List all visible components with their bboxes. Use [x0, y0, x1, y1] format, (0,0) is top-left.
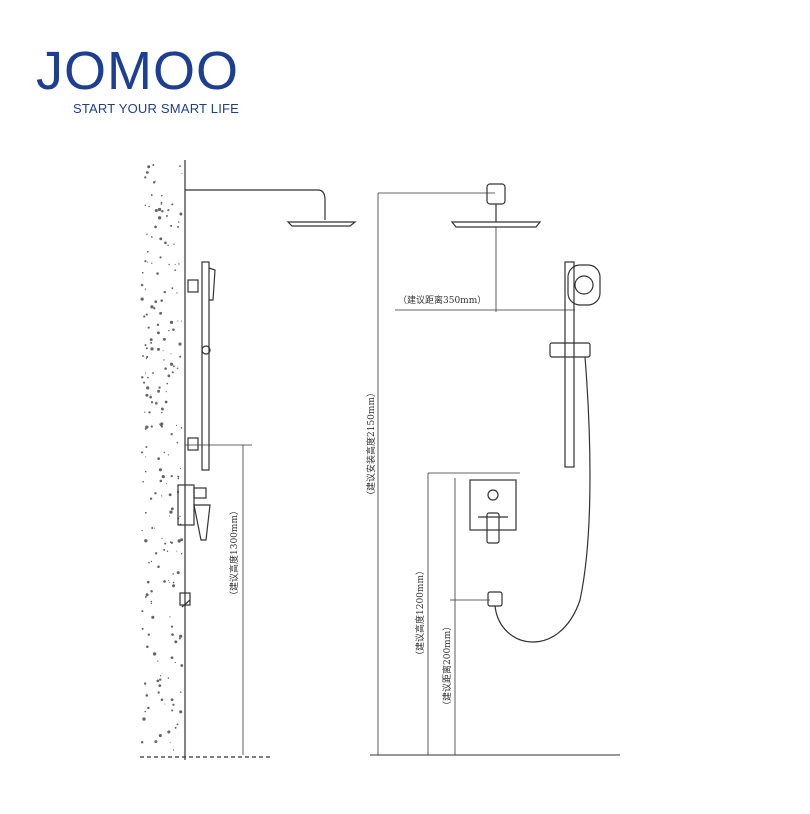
shower-arm	[185, 189, 326, 220]
label-1300: （建议高度1300mm）	[228, 506, 240, 600]
holder-front	[549, 342, 591, 358]
hose	[494, 356, 591, 643]
bar-bracket-top	[187, 279, 199, 293]
hand-shower-front	[567, 264, 601, 306]
outlet-front	[487, 591, 503, 607]
wall-plate	[486, 183, 506, 205]
label-200: （建议距离200mm）	[441, 622, 453, 710]
side-view: （建议高度1300mm）	[140, 160, 357, 760]
mixer-plate	[469, 479, 517, 531]
holder	[201, 345, 211, 355]
mixer-body	[177, 484, 195, 526]
shower-head	[286, 221, 357, 227]
bar-bracket-bottom	[187, 437, 199, 451]
label-1200: （建议高度1200mm）	[414, 566, 426, 660]
shower-head-front	[450, 221, 542, 228]
front-view: （建议安装高度2150mm） （建议距离350mm） （建议高度1200mm） …	[365, 183, 620, 756]
brand-logo: JOMOO	[36, 41, 239, 101]
mixer-handle-front	[486, 512, 500, 544]
label-2150: （建议安装高度2150mm）	[365, 388, 377, 500]
label-350: （建议距离350mm）	[398, 294, 486, 306]
wall-texture	[140, 163, 184, 751]
mixer-handle	[193, 504, 211, 541]
slide-bar	[201, 261, 210, 471]
slide-bar-front	[564, 261, 575, 468]
brand-tagline: START YOUR SMART LIFE	[73, 101, 240, 116]
hand-shower	[208, 267, 216, 301]
